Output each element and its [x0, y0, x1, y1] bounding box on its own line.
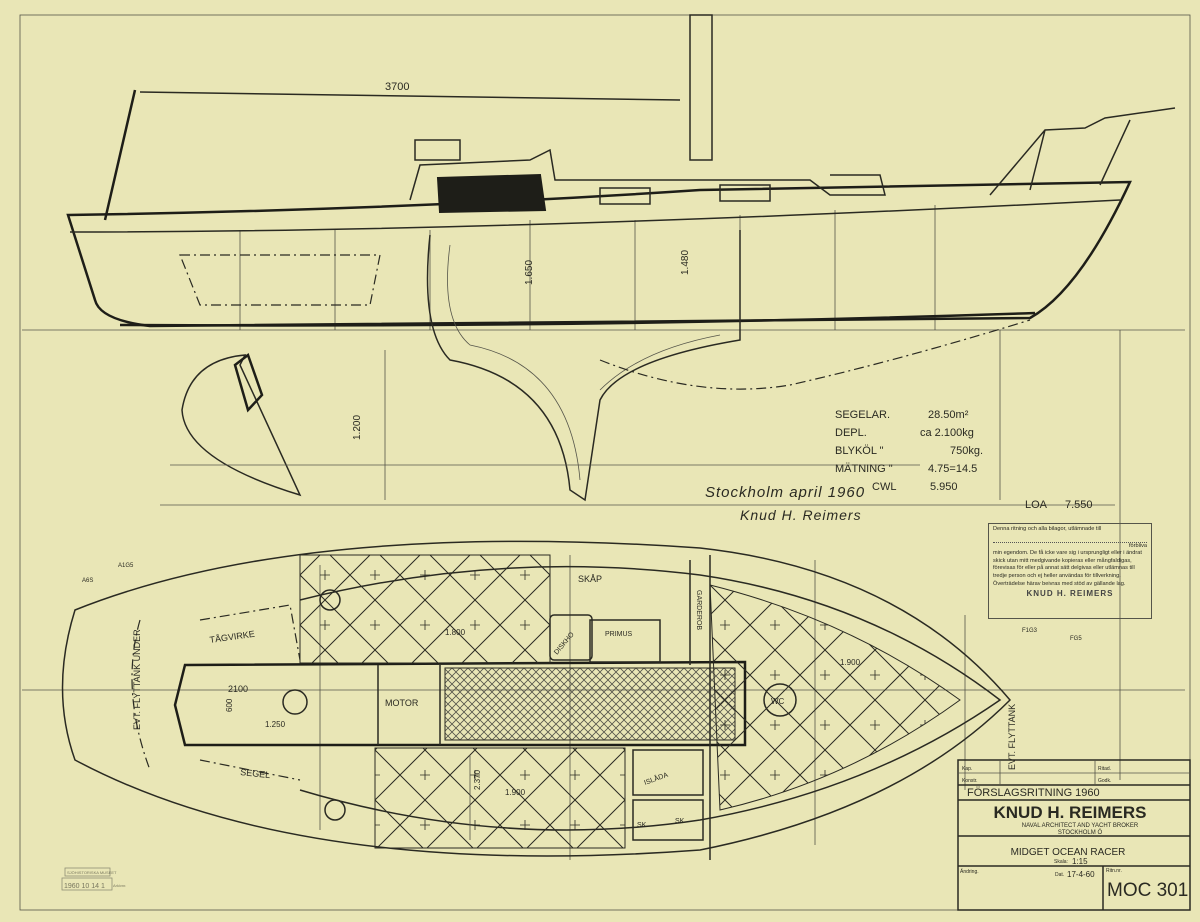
spec-label: SEGELAR. — [835, 409, 890, 421]
stamp-text: Arkivnr. — [113, 883, 126, 888]
spec-label: MÄTNING " — [835, 463, 893, 475]
date-label: Dat. — [1055, 872, 1064, 878]
label-flyttank-left: EVT. FLYTTANK UNDER — [132, 629, 142, 730]
specs-table: SEGELAR. 28.50m² DEPL. ca 2.100kg BLYKÖL… — [835, 409, 1093, 511]
title-row-label: Kap. — [962, 766, 972, 772]
dim-keel-height: 1.200 — [352, 415, 363, 440]
frame-label: A1G5 — [118, 563, 134, 569]
notice-body: min egendom. De få icke vare sig i urspr… — [993, 550, 1142, 587]
dim-cockpit-width: 600 — [225, 698, 234, 712]
porthole — [599, 187, 651, 205]
mast — [689, 14, 713, 161]
spec-label: LOA — [1025, 499, 1048, 511]
notice-signature: KNUD H. REIMERS — [1026, 589, 1114, 599]
dim-cabin-height-1: 1.650 — [524, 260, 535, 285]
hull-plan-outline — [61, 540, 1012, 857]
label-flyttank-right: EVT. FLYTTANK — [1007, 704, 1017, 770]
firm-city: STOCKHOLM Ö — [1058, 829, 1103, 836]
scale-label: Skala: — [1054, 859, 1068, 865]
dim-width-mid: 2.370 — [473, 769, 482, 790]
dim-cockpit-length: 2100 — [228, 684, 248, 694]
frame-label: FG5 — [1070, 636, 1082, 642]
date-value: 17-4-60 — [1067, 870, 1095, 879]
title-row-label: Ritad. — [1098, 766, 1111, 772]
dim-mast-base: 3700 — [385, 81, 409, 93]
dim-berth-1: 1.800 — [445, 628, 466, 637]
sheet-border — [19, 14, 1191, 911]
spec-value: 750kg. — [950, 445, 983, 457]
firm-subtitle: NAVAL ARCHITECT AND YACHT BROKER — [1022, 823, 1139, 829]
cabin-sole — [444, 667, 736, 741]
change-label: Ändring. — [960, 868, 979, 875]
icebox — [632, 749, 704, 796]
label-garderob: GARDEROB — [695, 590, 702, 630]
dim-cabin-height-2: 1.480 — [680, 250, 691, 275]
title-row-label: Konstr. — [962, 778, 978, 784]
stamp-text: 1960 10 14 1 — [64, 883, 105, 890]
label-diskho: DISKHO — [553, 631, 576, 656]
side-view: 3700 1.200 1.650 1.480 — [66, 14, 1176, 506]
notice-line: förblivа — [993, 541, 1147, 551]
frame-label: A6S — [82, 578, 93, 584]
spec-label: CWL — [872, 481, 896, 493]
notice-line: Denna ritning och alla bilagor, utlämnad… — [993, 526, 1102, 532]
spec-value: 28.50m² — [928, 409, 969, 421]
stamp-text: SJÖHISTORISKA MUSEET — [67, 870, 117, 875]
plan-view — [61, 540, 1012, 860]
pulpit — [989, 107, 1176, 196]
sink — [549, 614, 593, 661]
spec-value: ca 2.100kg — [920, 427, 974, 439]
firm-name: KNUD H. REIMERS — [993, 803, 1146, 822]
label-skap: SKÅP — [578, 574, 602, 584]
label-sk-2: SK — [675, 818, 685, 825]
rudder — [181, 354, 302, 497]
boom — [139, 91, 681, 101]
cabin-window — [436, 173, 547, 214]
copyright-notice: Denna ritning och alla bilagor, utlämnad… — [988, 523, 1152, 619]
stove — [589, 619, 661, 663]
spec-value: 7.550 — [1065, 499, 1093, 511]
label-segel: SEGEL — [240, 767, 271, 780]
drawing-type: FÖRSLAGSRITNING 1960 — [967, 787, 1100, 799]
title-row-label: Godk. — [1098, 778, 1111, 784]
backstay-pole — [103, 89, 137, 221]
label-sk-1: SK — [637, 822, 647, 829]
spec-value: 4.75=14.5 — [928, 463, 977, 475]
porthole — [719, 184, 771, 202]
signature-name: Knud H. Reimers — [740, 507, 862, 523]
frame-label: F1G3 — [1022, 628, 1038, 634]
dim-berth-2: 1.900 — [505, 788, 526, 797]
spec-value: 5.950 — [930, 481, 958, 493]
hull-profile — [66, 180, 1132, 328]
label-primus: PRIMUS — [605, 631, 633, 638]
spec-label: DEPL. — [835, 427, 867, 439]
archive-stamp: SJÖHISTORISKA MUSEET Arkivnr. 1960 10 14… — [61, 867, 126, 891]
spec-label: BLYKÖL " — [835, 445, 884, 457]
dim-cockpit-depth: 1.250 — [265, 720, 286, 729]
scale-value: 1:15 — [1072, 857, 1088, 866]
drawing-number: MOC 301 — [1107, 880, 1188, 901]
label-tagvirke: TÅGVIRKE — [209, 629, 255, 645]
dim-berth-3: 1.900 — [840, 658, 861, 667]
signature-date: Stockholm april 1960 — [705, 484, 865, 501]
title-block: Kap. Konstr. Ritad. Godk. FÖRSLAGSRITNIN… — [957, 759, 1191, 911]
plan-labels: TÅGVIRKE EVT. FLYTTANK UNDER MOTOR SEGEL… — [82, 563, 1082, 829]
number-label: Ritn.nr. — [1106, 868, 1122, 874]
project-name: MIDGET OCEAN RACER — [1011, 847, 1126, 858]
cabin-trunk — [409, 148, 886, 201]
keel — [426, 230, 741, 502]
label-islada: ISLÅDA — [643, 770, 670, 787]
label-wc: WC — [771, 697, 785, 706]
label-motor: MOTOR — [385, 698, 419, 708]
wc-bowl — [763, 683, 797, 717]
